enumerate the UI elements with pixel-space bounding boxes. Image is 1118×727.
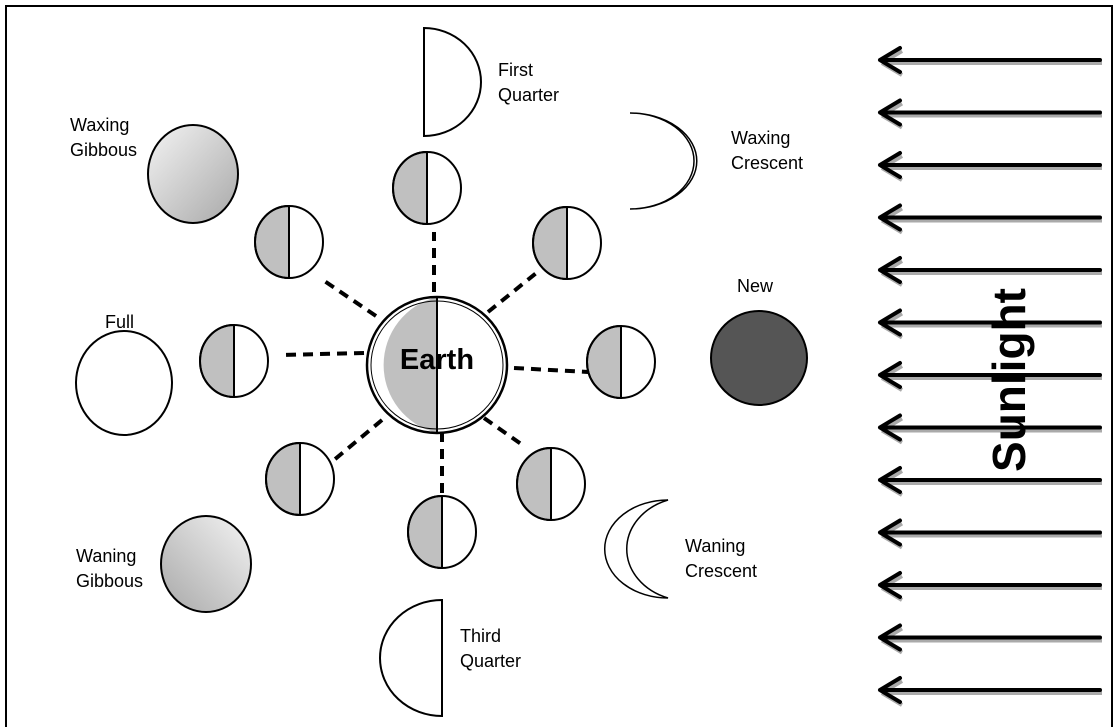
phase-appearances [75,26,808,718]
waning-crescent-moon [603,499,669,599]
spoke-left [279,351,365,357]
sunlight-arrow [878,46,1102,77]
waxing-gibbous-moon [147,124,239,224]
sunlight-arrow [878,413,1102,445]
earth-dark-half [383,297,437,433]
orbit-moon-bottom [407,494,477,570]
full-moon [75,330,173,436]
sunlight-arrow [878,256,1102,287]
spoke-top-left [318,276,378,318]
sunlight-arrow [878,151,1102,182]
waxing-crescent-moon [629,112,698,210]
sunlight-arrow [878,98,1102,130]
sunlight-arrow [878,623,1102,655]
orbit-spokes [279,232,589,496]
waning-gibbous-moon [160,515,252,613]
orbit-moon-top-left [254,204,324,280]
sunlight-arrow [878,466,1102,497]
sunlight-arrow [878,676,1102,707]
spoke-top-right [486,268,542,314]
first-quarter-moon [423,26,482,138]
third-quarter-moon [379,598,443,718]
sunlight-arrow [878,308,1102,340]
sunlight-arrow [878,571,1102,602]
orbit-moons [199,150,656,570]
sunlight-arrow [878,518,1102,550]
full-label: Full [105,312,134,332]
sunlight-label: Sunlight [983,288,1035,472]
orbit-moon-bottom-right [516,446,586,522]
sunlight-arrows [878,46,1102,707]
sunlight-arrow [878,361,1102,392]
earth-label: Earth [400,344,474,376]
sunlight-arrow [878,203,1102,235]
spoke-right [513,366,589,374]
spoke-bottom-right [482,416,526,448]
new-label: New [737,276,774,296]
orbit-moon-right [586,324,656,400]
orbit-moon-bottom-left [265,441,335,517]
orbit-moon-top-right [532,205,602,281]
new-moon [710,310,808,406]
orbit-moon-top [392,150,462,226]
earth: Earth [365,295,509,435]
orbit-moon-left [199,323,269,399]
spoke-bottom-left [332,418,384,462]
